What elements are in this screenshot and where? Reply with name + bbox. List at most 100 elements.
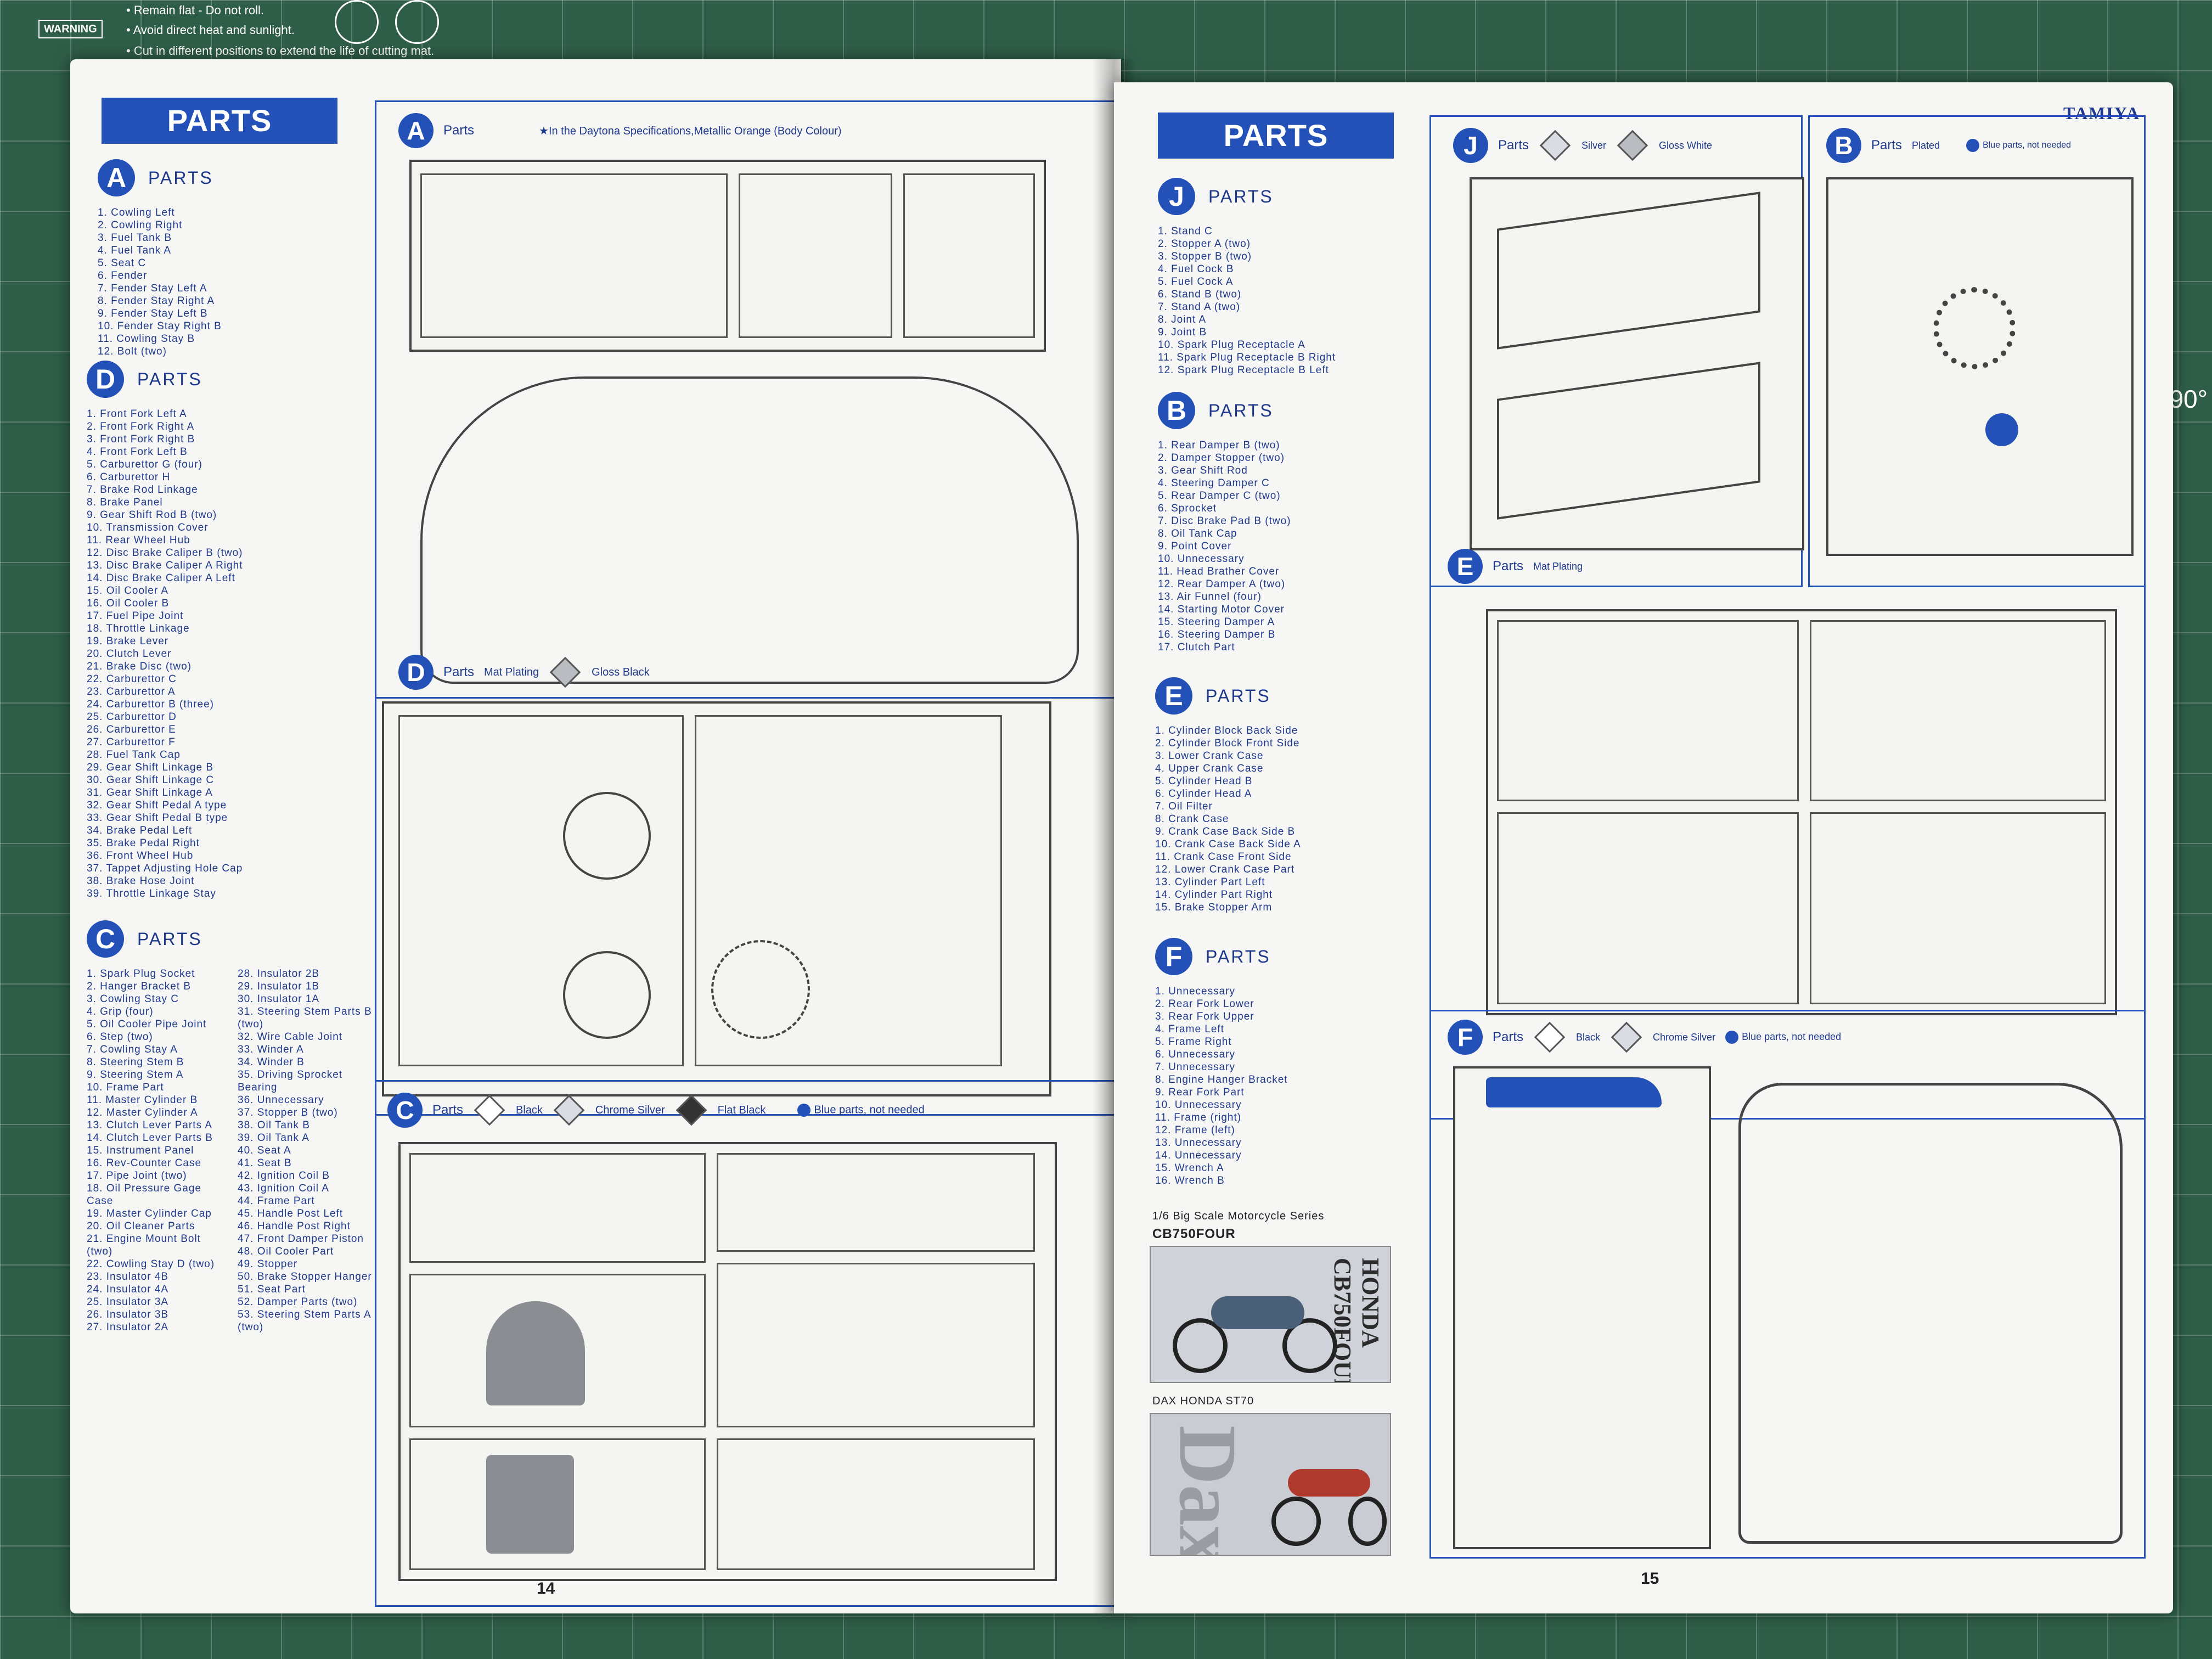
sprue-cell — [409, 1153, 706, 1263]
finish-label: Mat Plating — [484, 666, 539, 678]
parts-list-item: 12. Bolt (two) — [98, 346, 167, 357]
finish-label: Chrome Silver — [595, 1104, 665, 1116]
parts-list-item: 3. Gear Shift Rod — [1158, 465, 1248, 476]
parts-list-item: 31. Gear Shift Linkage A — [87, 787, 213, 798]
page-number: 15 — [1641, 1570, 1659, 1588]
parts-list-item: 2. Cowling Right — [98, 220, 183, 231]
parts-list-item: 2. Front Fork Right A — [87, 421, 195, 432]
parts-list-item: 5. Fuel Cock A — [1158, 276, 1234, 288]
parts-list-item: 15. Brake Stopper Arm — [1155, 902, 1273, 913]
finish-label: Mat Plating — [1533, 560, 1583, 572]
parts-list-item: 32. Gear Shift Pedal A type — [87, 800, 227, 811]
parts-list-item: 4. Grip (four) — [87, 1006, 154, 1017]
no-sun-icon — [395, 0, 439, 44]
parts-list-item: 24. Carburettor B (three) — [87, 699, 214, 710]
parts-list-item: 28. Insulator 2B — [238, 968, 320, 980]
sprue-cell — [1497, 812, 1799, 1004]
sprue-frame — [1453, 1066, 1711, 1549]
finish-label: Black — [516, 1104, 543, 1116]
cb750-box-image: HONDA CB750FOUR — [1150, 1246, 1391, 1383]
parts-list-item: 24. Insulator 4A — [87, 1284, 169, 1295]
parts-list-item: 52. Damper Parts (two) — [238, 1296, 358, 1308]
parts-list-item: 36. Unnecessary — [238, 1094, 324, 1106]
section-title: PARTS — [1208, 186, 1274, 206]
panel-badge: J — [1453, 128, 1488, 163]
promo-series: 1/6 Big Scale Motorcycle Series — [1152, 1210, 1325, 1222]
parts-list-item: 6. Cylinder Head A — [1155, 788, 1252, 800]
section-badge: F — [1155, 938, 1192, 975]
section-badge: C — [87, 920, 124, 958]
parts-list-item: 22. Carburettor C — [87, 673, 177, 685]
parts-list-item: 34. Brake Pedal Left — [87, 825, 193, 836]
parts-list-item: 16. Oil Cooler B — [87, 598, 170, 609]
chrome-silver-swatch — [553, 1094, 585, 1126]
parts-list-item: 9. Steering Stem A — [87, 1069, 184, 1081]
parts-list-item: 4. Frame Left — [1155, 1023, 1224, 1035]
parts-list-item: 50. Brake Stopper Hanger — [238, 1271, 372, 1283]
blue-parts-note: Blue parts, not needed — [814, 1104, 925, 1116]
parts-list-item: 16. Wrench B — [1155, 1175, 1225, 1186]
sprue-panel-a: A Parts ★In the Daytona Specifications,M… — [375, 100, 1127, 699]
parts-list-item: 12. Disc Brake Caliper B (two) — [87, 547, 243, 559]
parts-list-item: 2. Stopper A (two) — [1158, 238, 1251, 250]
promo-model: DAX HONDA ST70 — [1152, 1395, 1254, 1407]
sprue-panel-e: E Parts Mat Plating — [1429, 549, 2146, 1120]
parts-list-item: 35. Brake Pedal Right — [87, 837, 200, 849]
parts-list-item: 15. Steering Damper A — [1158, 616, 1275, 628]
panel-label: Parts — [432, 1103, 464, 1117]
parts-list-item: 3. Lower Crank Case — [1155, 750, 1264, 762]
warning-label: WARNING — [38, 20, 103, 38]
parts-list-item: 10. Unnecessary — [1158, 553, 1245, 565]
parts-list-item: 5. Carburettor G (four) — [87, 459, 202, 470]
parts-list-item: 45. Handle Post Left — [238, 1208, 344, 1219]
parts-list-item: 12. Lower Crank Case Part — [1155, 864, 1295, 875]
parts-list-item: 35. Driving Sprocket Bearing — [238, 1069, 343, 1093]
parts-list-item: 7. Disc Brake Pad B (two) — [1158, 515, 1291, 527]
parts-list-item: 21. Brake Disc (two) — [87, 661, 192, 672]
parts-list-item: 2. Cylinder Block Front Side — [1155, 738, 1300, 749]
parts-list-item: 38. Oil Tank B — [238, 1120, 310, 1131]
parts-list-item: 8. Joint A — [1158, 314, 1207, 325]
sprue-cell — [717, 1438, 1035, 1570]
sprocket-part — [1933, 287, 2016, 369]
box-title: Dax — [1162, 1425, 1253, 1556]
parts-list-item: 1. Front Fork Left A — [87, 408, 187, 420]
brake-disc-part — [563, 951, 651, 1039]
parts-list-item: 53. Steering Stem Parts A (two) — [238, 1309, 371, 1333]
parts-list-item: 4. Fuel Cock B — [1158, 263, 1234, 275]
parts-list-item: 10. Unnecessary — [1155, 1099, 1242, 1111]
parts-list-item: 2. Hanger Bracket B — [87, 981, 192, 992]
seat-part — [903, 173, 1035, 338]
parts-list-item: 20. Oil Cleaner Parts — [87, 1221, 195, 1232]
finish-label: Gloss White — [1659, 139, 1713, 151]
parts-list-item: 27. Insulator 2A — [87, 1321, 169, 1333]
parts-list-item: 26. Carburettor E — [87, 724, 176, 735]
parts-list-item: 11. Crank Case Front Side — [1155, 851, 1292, 863]
panel-label: Parts — [443, 665, 475, 679]
parts-list-item: 44. Frame Part — [238, 1195, 315, 1207]
parts-list-item: 36. Front Wheel Hub — [87, 850, 194, 862]
parts-list-item: 4. Steering Damper C — [1158, 477, 1270, 489]
parts-list-item: 43. Ignition Coil A — [238, 1183, 329, 1194]
chrome-silver-swatch — [1611, 1021, 1642, 1053]
parts-list-item: 1. Cowling Left — [98, 207, 175, 218]
silver-swatch — [1539, 130, 1571, 161]
panel-badge: E — [1448, 549, 1483, 584]
finish-label: Plated — [1912, 139, 1940, 151]
panel-label: Parts — [1493, 1030, 1524, 1044]
parts-list-item: 3. Rear Fork Upper — [1155, 1011, 1254, 1022]
parts-list-item: 7. Fender Stay Left A — [98, 283, 207, 294]
parts-list-item: 11. Cowling Stay B — [98, 333, 195, 345]
flat-black-swatch — [676, 1094, 707, 1126]
blue-dot-icon — [1966, 139, 1980, 152]
parts-list-item: 1. Spark Plug Socket — [87, 968, 195, 980]
parts-list-item: 8. Oil Tank Cap — [1158, 528, 1237, 539]
finish-label: Flat Black — [717, 1104, 766, 1116]
parts-list-item: 14. Unnecessary — [1155, 1150, 1242, 1161]
parts-list-item: 39. Throttle Linkage Stay — [87, 888, 216, 899]
parts-list-item: 14. Clutch Lever Parts B — [87, 1132, 213, 1144]
